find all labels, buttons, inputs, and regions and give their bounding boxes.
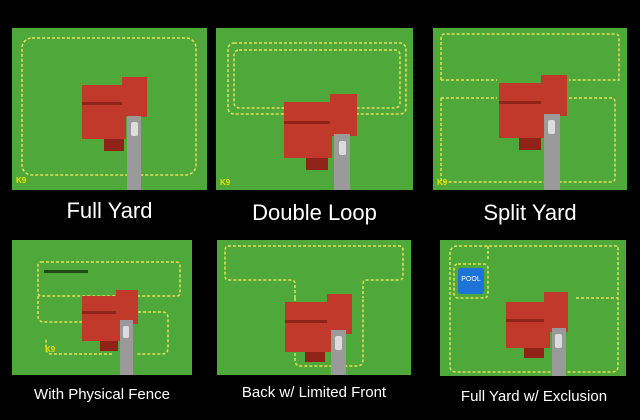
panel-double-loop: K9 — [216, 28, 413, 190]
caption-split-yard: Split Yard — [483, 200, 577, 225]
k9-logo: K9 — [45, 345, 56, 354]
k9-logo: K9 — [220, 178, 231, 187]
caption-limited-front: Back w/ Limited Front — [241, 384, 387, 401]
yard-diagram-limited-front — [217, 240, 411, 375]
yard-diagram-exclusion — [440, 240, 626, 376]
panel-full-yard: K9 — [12, 28, 207, 190]
caption-exclusion: Full Yard w/ Exclusion — [460, 388, 608, 405]
caption-double-loop: Double Loop — [252, 200, 377, 225]
k9-logo: K9 — [16, 176, 27, 185]
caption-full-yard: Full Yard — [66, 198, 153, 223]
pool-label: POOL — [461, 276, 481, 283]
panel-split-yard: K9 — [433, 28, 627, 190]
panel-exclusion: POOL — [440, 240, 626, 376]
yard-diagram-physical-fence — [12, 240, 192, 375]
caption-physical-fence: With Physical Fence — [34, 386, 170, 403]
yard-diagram-double-loop — [216, 28, 413, 190]
pool — [458, 268, 484, 294]
yard-diagram-split-yard — [433, 28, 627, 190]
panel-limited-front — [217, 240, 411, 375]
k9-logo: K9 — [437, 178, 448, 187]
yard-diagram-full-yard — [12, 28, 207, 190]
panel-physical-fence: K9 — [12, 240, 192, 375]
